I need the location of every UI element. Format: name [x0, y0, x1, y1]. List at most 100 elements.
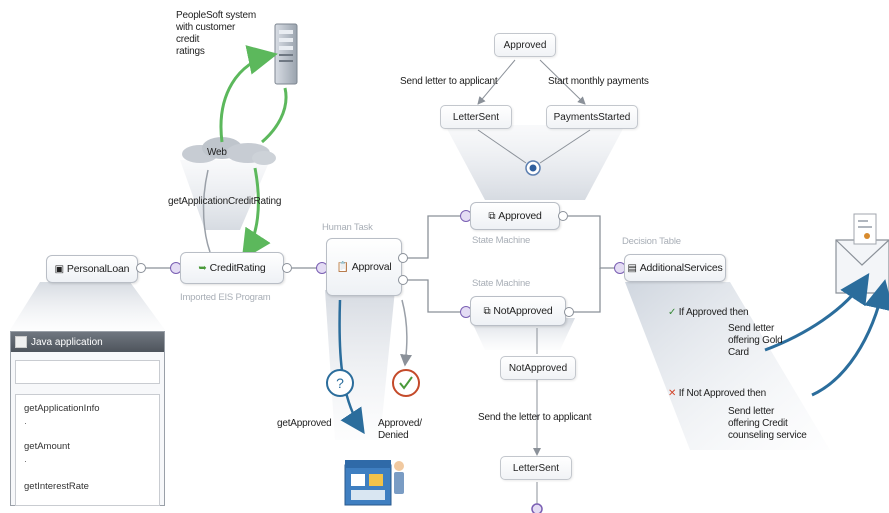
get-approved-label: getApproved: [277, 418, 332, 429]
store-icon: [344, 460, 404, 506]
rule1-action-line-2: offering Gold: [728, 335, 783, 346]
peoplesoft-line-2: with customer: [176, 22, 236, 33]
approved-denied-label: Approved/ Denied: [378, 418, 422, 442]
wire-not-approved-decision: [568, 268, 601, 313]
state-machine-icon: ⧉: [488, 210, 496, 222]
peoplesoft-line-1: PeopleSoft system: [176, 10, 256, 21]
sm-top-start-payments: Start monthly payments: [548, 76, 649, 87]
java-method-list: getApplicationInfo · getAmount · getInte…: [15, 394, 160, 506]
approved-component[interactable]: ⧉ Approved: [470, 202, 560, 230]
java-method-item[interactable]: getAmount: [24, 441, 70, 452]
rule1-action: Send letter offering Gold Card: [728, 323, 783, 359]
sm-top-payments-label: PaymentsStarted: [553, 111, 631, 123]
rule2-action-line-3: counseling service: [728, 430, 807, 441]
sm-bottom-not-approved-label: NotApproved: [508, 362, 568, 374]
fan-web: [180, 160, 270, 230]
sm-top-approved-to-payments: [539, 59, 586, 105]
state-machine-icon: ⧉: [483, 305, 491, 317]
java-panel-blank-field: [15, 360, 160, 384]
import-icon: ➥: [198, 262, 207, 274]
personal-loan-ref-port[interactable]: [136, 263, 146, 273]
green-arrow-to-credit: [241, 167, 271, 261]
not-approved-label: NotApproved: [493, 305, 553, 317]
sm-top-approved-label: Approved: [503, 39, 547, 51]
wire-approved-decision: [568, 215, 616, 269]
personal-loan-component[interactable]: ▣ PersonalLoan: [46, 255, 138, 283]
rule1-action-line-3: Card: [728, 347, 749, 358]
sm-top-lettersent-label: LetterSent: [452, 111, 500, 123]
sm-bottom-not-approved-state[interactable]: NotApproved: [500, 356, 576, 380]
separator-dot: ·: [24, 456, 27, 466]
check-icon: ✓: [668, 307, 677, 318]
approval-caption: Human Task: [322, 222, 373, 233]
rule1-condition: ✓ If Approved then: [668, 307, 749, 319]
sm-bottom-lettersent-label: LetterSent: [512, 462, 560, 474]
approved-denied-line-1: Approved/: [378, 418, 422, 429]
wire-approval-approved: [406, 215, 460, 259]
sm-bottom-port: [531, 503, 543, 513]
peoplesoft-line-4: ratings: [176, 46, 205, 57]
component-icon: ▣: [54, 263, 64, 275]
java-application-panel: Java application getApplicationInfo · ge…: [10, 331, 165, 506]
not-approved-ref-port[interactable]: [564, 307, 574, 317]
approved-caption: State Machine: [472, 235, 531, 246]
gray-line-credit-web: [202, 169, 211, 253]
fan-decision: [625, 282, 830, 450]
credit-rating-label: CreditRating: [209, 262, 266, 274]
sm-top-approved-to-lettersent: [477, 59, 516, 105]
green-arrow-from-server: [261, 87, 288, 144]
rule2-condition: ✕ If Not Approved then: [668, 388, 766, 400]
java-icon: [15, 336, 27, 348]
approval-ref-port-2[interactable]: [398, 275, 408, 285]
additional-services-component[interactable]: ▤ AdditionalServices: [624, 254, 726, 282]
approved-ref-port[interactable]: [558, 211, 568, 221]
sm-top-payments-state[interactable]: PaymentsStarted: [546, 105, 638, 129]
fan-not-approved-down: [470, 318, 575, 350]
svg-text:?: ?: [336, 375, 344, 391]
sm-bottom-send-letter: Send the letter to applicant: [478, 412, 592, 423]
additional-services-caption: Decision Table: [622, 236, 681, 247]
peoplesoft-label: PeopleSoft system with customer credit r…: [176, 10, 256, 58]
java-panel-header: Java application: [11, 332, 164, 352]
wire-approval-not-approved: [406, 279, 460, 313]
sm-top-send-letter: Send letter to applicant: [400, 76, 498, 87]
final-state-icon: [525, 160, 541, 176]
personal-loan-label: PersonalLoan: [66, 263, 130, 275]
approval-ref-port-1[interactable]: [398, 253, 408, 263]
credit-rating-caption: Imported EIS Program: [180, 292, 271, 303]
server-icon: [274, 23, 298, 85]
blue-arrow-credit: [811, 279, 889, 397]
not-approved-caption: State Machine: [472, 278, 531, 289]
approval-label: Approval: [351, 261, 392, 273]
fan-java: [10, 282, 165, 330]
blue-arrow-gold: [764, 272, 870, 352]
java-panel-title: Java application: [31, 336, 103, 348]
sm-bottom-lettersent-state[interactable]: LetterSent: [500, 456, 572, 480]
human-task-icon: 📋: [336, 261, 349, 273]
get-rating-operation: getApplicationCreditRating: [168, 196, 282, 207]
approval-status-icon: [392, 369, 420, 397]
web-label: Web: [207, 147, 227, 158]
rule2-action-line-2: offering Credit: [728, 418, 788, 429]
credit-rating-ref-port[interactable]: [282, 263, 292, 273]
approved-denied-line-2: Denied: [378, 430, 409, 441]
fan-approval-down: [325, 290, 395, 440]
java-method-item[interactable]: getApplicationInfo: [24, 403, 100, 414]
sm-top-lettersent-state[interactable]: LetterSent: [440, 105, 512, 129]
additional-services-label: AdditionalServices: [639, 262, 723, 274]
java-method-item[interactable]: getInterestRate: [24, 481, 89, 492]
rule1-condition-text: If Approved then: [678, 307, 749, 318]
sm-top-approved-state[interactable]: Approved: [494, 33, 556, 57]
rule2-action-line-1: Send letter: [728, 406, 775, 417]
approval-component[interactable]: 📋 Approval: [326, 238, 402, 296]
approved-label: Approved: [498, 210, 542, 222]
sm-top-lettersent-to-final: [477, 129, 527, 164]
decision-table-icon: ▤: [627, 262, 637, 274]
cross-icon: ✕: [668, 388, 677, 399]
credit-rating-component[interactable]: ➥ CreditRating: [180, 252, 284, 284]
rule2-condition-text: If Not Approved then: [678, 388, 766, 399]
not-approved-component[interactable]: ⧉ NotApproved: [470, 296, 566, 326]
web-cloud-icon: [182, 137, 276, 165]
gray-arrow-approved-denied: [400, 299, 413, 367]
